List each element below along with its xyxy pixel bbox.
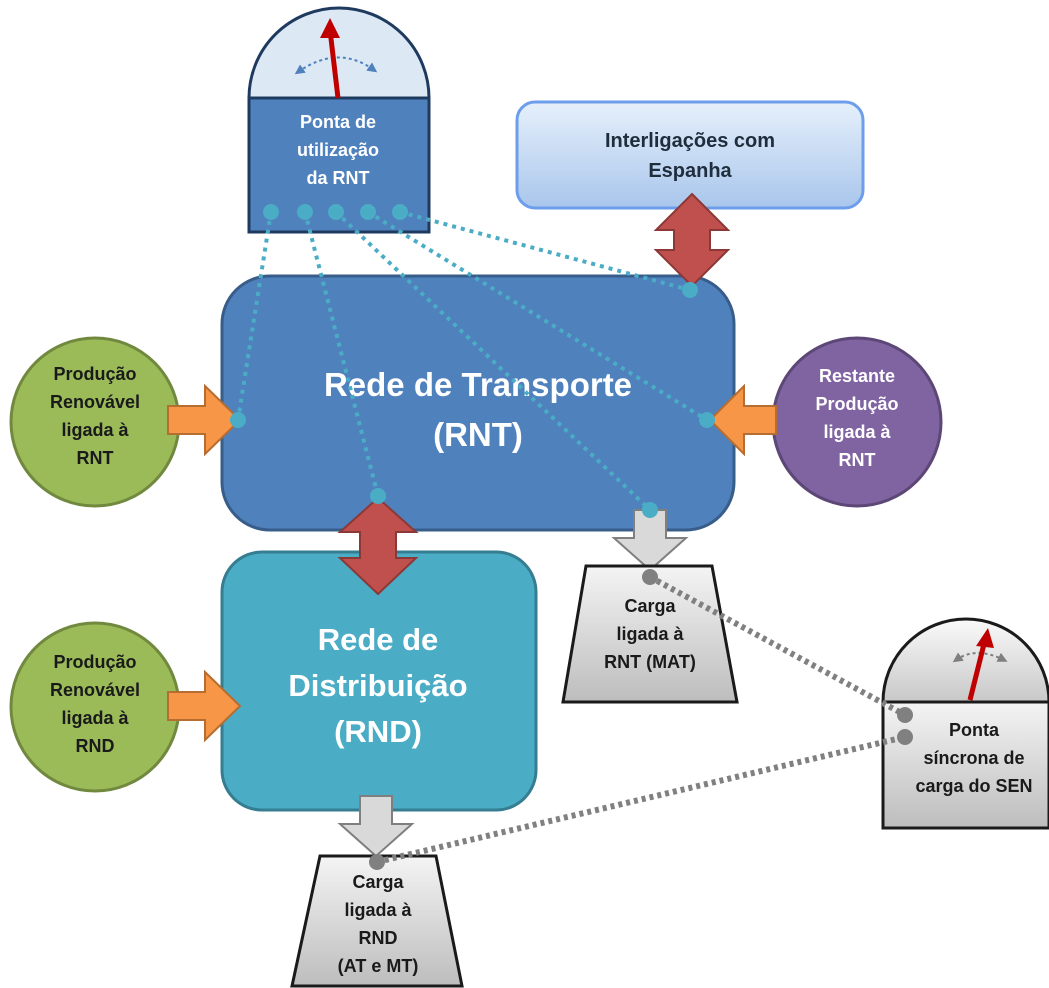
rnd-title-line1: Rede de xyxy=(318,622,439,657)
renewable-rnt-line4: RNT xyxy=(77,448,114,468)
spain-line2: Espanha xyxy=(648,160,732,182)
load-rnd-line3: RND xyxy=(359,928,398,948)
load-rnd-line4: (AT e MT) xyxy=(338,956,419,976)
rnt-measurement-points xyxy=(230,204,715,518)
other-production-line3: ligada à xyxy=(823,422,891,442)
meter-rnt-line1: Ponta de xyxy=(300,112,376,132)
meter-rnt-line2: utilização xyxy=(297,140,379,160)
load-mat-line3: RNT (MAT) xyxy=(604,652,696,672)
arrow-other-production-to-rnt xyxy=(708,383,777,457)
meter-sen-line1: Ponta xyxy=(949,720,1000,740)
rnt-box: Rede de Transporte (RNT) xyxy=(220,274,736,532)
renewable-rnt-line3: ligada à xyxy=(61,420,129,440)
renewable-rnd-circle: Produção Renovável ligada à RND xyxy=(9,621,181,793)
renewable-rnt-circle: Produção Renovável ligada à RNT xyxy=(9,336,181,508)
rnd-title-line2: Distribuição xyxy=(288,668,467,703)
sen-measurement-links xyxy=(376,574,907,865)
meter-sen-line3: carga do SEN xyxy=(915,776,1032,796)
arrow-rnd-to-load-rnd xyxy=(337,795,415,858)
spain-interconnection-box: Interligações com Espanha xyxy=(515,100,865,210)
gauge-dial-arrow-icon xyxy=(294,56,378,75)
other-production-line4: RNT xyxy=(839,450,876,470)
renewable-rnd-line4: RND xyxy=(76,736,115,756)
rnd-box: Rede de Distribuição (RND) xyxy=(220,550,538,812)
renewable-rnd-line1: Produção xyxy=(53,652,136,672)
rnd-title-line3: (RND) xyxy=(334,714,422,749)
load-rnd-shape: Carga ligada à RND (AT e MT) xyxy=(290,854,464,988)
meter-sen-peak: Ponta síncrona de carga do SEN xyxy=(881,617,1049,830)
renewable-rnd-line2: Renovável xyxy=(50,680,140,700)
rnt-title-line1: Rede de Transporte xyxy=(324,366,632,403)
spain-line1: Interligações com xyxy=(605,130,775,152)
renewable-rnd-line3: ligada à xyxy=(61,708,129,728)
rnt-title-line2: (RNT) xyxy=(433,416,523,453)
rnt-measurement-links xyxy=(236,210,709,512)
load-rnd-line1: Carga xyxy=(352,872,404,892)
load-rnd-line2: ligada à xyxy=(344,900,412,920)
gauge-needle-icon xyxy=(967,639,988,701)
renewable-rnt-line2: Renovável xyxy=(50,392,140,412)
meter-sen-line2: síncrona de xyxy=(923,748,1024,768)
gauge-needle-icon xyxy=(327,29,341,99)
load-mat-line1: Carga xyxy=(624,596,676,616)
load-mat-line2: ligada à xyxy=(616,624,684,644)
other-production-line2: Produção xyxy=(815,394,898,414)
other-production-circle: Restante Produção ligada à RNT xyxy=(771,336,943,508)
meter-rnt-line3: da RNT xyxy=(307,168,370,188)
other-production-line1: Restante xyxy=(819,366,895,386)
arrow-renewable-to-rnd xyxy=(167,669,242,743)
arrow-renewable-to-rnt xyxy=(167,383,242,457)
sen-measurement-points xyxy=(369,569,913,870)
meter-rnt-peak: Ponta de utilização da RNT xyxy=(247,6,431,234)
arrow-rnt-rnd-bidirectional xyxy=(337,496,419,596)
load-mat-shape: Carga ligada à RNT (MAT) xyxy=(561,564,739,704)
renewable-rnt-line1: Produção xyxy=(53,364,136,384)
arrow-rnt-to-load-mat xyxy=(611,509,689,572)
